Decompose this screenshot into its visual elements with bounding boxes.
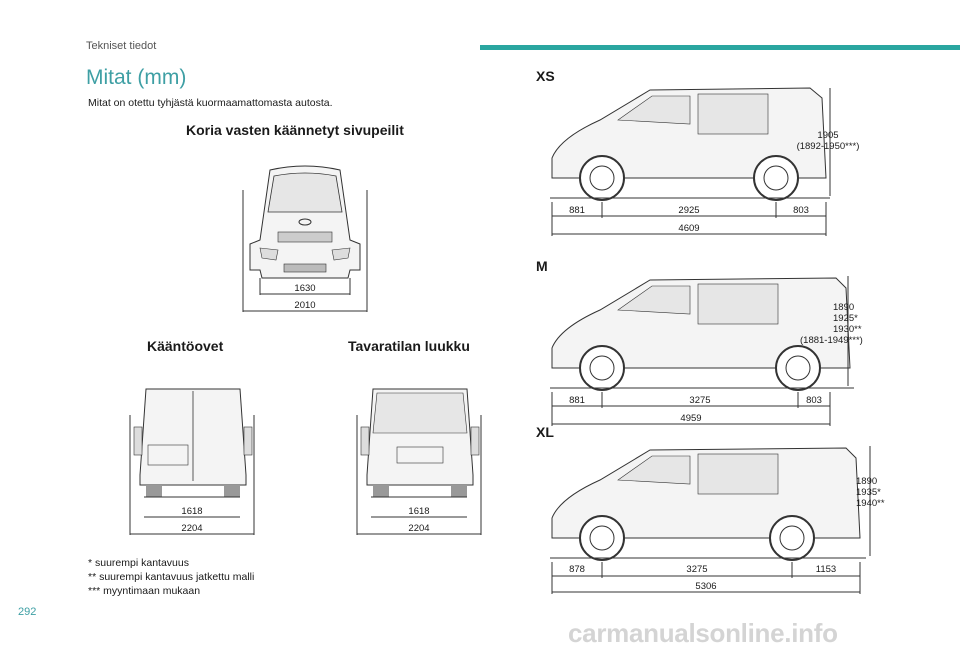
page-number: 292 bbox=[18, 606, 37, 618]
front-width-outer: 2010 bbox=[294, 300, 315, 311]
intro-text: Mitat on otettu tyhjästä kuormaamattomas… bbox=[88, 97, 333, 109]
xl-rear-overhang: 1153 bbox=[816, 564, 836, 575]
model-m-side-drawing: 881 3275 803 4959 bbox=[550, 276, 854, 426]
model-xl-side-drawing: 878 3275 1153 5306 bbox=[550, 446, 871, 594]
m-height-label: 1890 1925* 1930** (1881-1949***) bbox=[800, 302, 863, 346]
xs-front-overhang: 881 bbox=[569, 205, 585, 216]
rear-doors-drawing: 1618 2204 bbox=[129, 388, 255, 535]
tailgate-width-outer: 2204 bbox=[408, 523, 429, 534]
model-xl-label: XL bbox=[536, 424, 554, 440]
model-m-label: M bbox=[536, 258, 548, 274]
model-xs-label: XS bbox=[536, 68, 555, 84]
xl-height-label: 1890 1935* 1940** bbox=[856, 476, 885, 509]
xs-wheelbase: 2925 bbox=[678, 205, 699, 216]
header-accent-bar bbox=[480, 45, 960, 50]
m-front-overhang: 881 bbox=[569, 395, 585, 406]
footnote-2: ** suurempi kantavuus jatkettu malli bbox=[88, 571, 255, 583]
page-title: Mitat (mm) bbox=[86, 66, 187, 89]
rear-doors-width-inner: 1618 bbox=[181, 506, 202, 517]
xs-rear-overhang: 803 bbox=[793, 205, 809, 216]
footnote-1: * suurempi kantavuus bbox=[88, 557, 189, 569]
rear-doors-heading: Kääntöovet bbox=[147, 338, 224, 354]
m-length: 4959 bbox=[680, 413, 701, 424]
rear-doors-width-outer: 2204 bbox=[181, 523, 202, 534]
front-width-inner: 1630 bbox=[294, 283, 315, 294]
section-header: Tekniset tiedot bbox=[86, 40, 157, 52]
tailgate-drawing: 1618 2204 bbox=[356, 388, 482, 535]
xl-wheelbase: 3275 bbox=[686, 564, 707, 575]
tailgate-heading: Tavaratilan luukku bbox=[348, 338, 470, 354]
tailgate-width-inner: 1618 bbox=[408, 506, 429, 517]
front-view-heading: Koria vasten käännetyt sivupeilit bbox=[186, 122, 404, 138]
xl-length: 5306 bbox=[695, 581, 716, 592]
front-view-drawing: 1630 2010 bbox=[242, 165, 368, 312]
model-xs-side-drawing: 881 2925 803 4609 bbox=[550, 87, 831, 236]
watermark: carmanualsonline.info bbox=[568, 618, 838, 648]
m-rear-overhang: 803 bbox=[806, 395, 822, 406]
m-wheelbase: 3275 bbox=[689, 395, 710, 406]
xs-height-label: 1905 (1892-1950***) bbox=[796, 130, 860, 152]
xs-length: 4609 bbox=[678, 223, 699, 234]
xl-front-overhang: 878 bbox=[569, 564, 585, 575]
footnote-3: *** myyntimaan mukaan bbox=[88, 585, 201, 597]
